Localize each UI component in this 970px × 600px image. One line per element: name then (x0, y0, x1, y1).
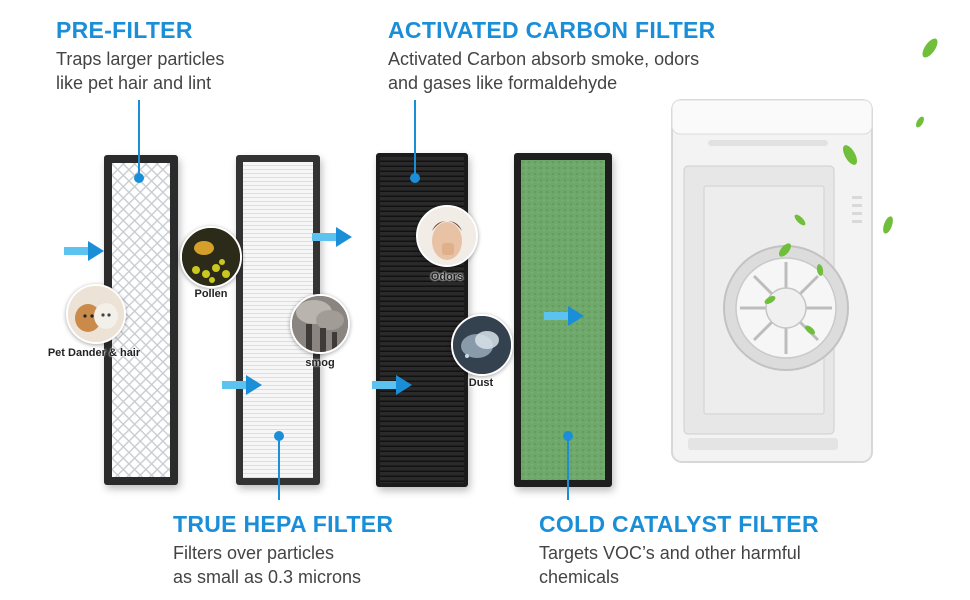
catalyst-filter-description: Targets VOC’s and other harmful chemical… (539, 541, 801, 589)
carbon-filter-description: Activated Carbon absorb smoke, odors and… (388, 47, 699, 95)
smog-image (290, 294, 350, 354)
hepa-filter-leader-line (278, 436, 280, 500)
pollen-icon (182, 228, 240, 286)
hepa-filter-desc-line: Filters over particles (173, 543, 335, 563)
smog-icon (292, 296, 348, 352)
carbon-filter-desc-line: and gases like formaldehyde (388, 73, 618, 93)
hepa-filter-title: TRUE HEPA FILTER (173, 511, 394, 537)
carbon-filter-panel (376, 153, 468, 487)
airflow-arrow-icon (544, 306, 584, 326)
hepa-filter-marker (274, 431, 284, 441)
hepa-filter-description: Filters over particles as small as 0.3 m… (173, 541, 361, 589)
pollen-label: Pollen (194, 288, 228, 300)
pre-filter-leader-line (138, 100, 140, 178)
odors-label: Odors (430, 271, 464, 283)
carbon-filter-marker (410, 173, 420, 183)
pre-filter-desc-line: Traps larger particles (56, 49, 225, 69)
catalyst-filter-title: COLD CATALYST FILTER (539, 511, 819, 537)
dust-label: Dust (468, 377, 494, 389)
pre-filter-title: PRE-FILTER (56, 17, 193, 43)
dust-image (451, 314, 513, 376)
pre-filter-marker (134, 173, 144, 183)
pre-filter-desc-line: like pet hair and lint (56, 73, 212, 93)
odors-icon (418, 207, 476, 265)
pet-dander-image (66, 284, 126, 344)
leaves-decoration (764, 38, 938, 335)
pet-dander-label: Pet Dander & hair (47, 347, 141, 359)
airflow-arrow-icon (372, 375, 412, 395)
pre-filter-panel (104, 155, 178, 485)
carbon-filter-title: ACTIVATED CARBON FILTER (388, 17, 716, 43)
catalyst-filter-marker (563, 431, 573, 441)
catalyst-filter-desc-line: chemicals (539, 567, 620, 587)
air-purifier-unit (671, 99, 873, 463)
dust-icon (453, 316, 511, 374)
catalyst-filter-leader-line (567, 436, 569, 500)
airflow-arrow-icon (312, 227, 352, 247)
carbon-filter-leader-line (414, 100, 416, 178)
pollen-image (180, 226, 242, 288)
pre-filter-description: Traps larger particles like pet hair and… (56, 47, 224, 95)
airflow-arrow-icon (222, 375, 262, 395)
catalyst-filter-desc-line: Targets VOC’s and other harmful (539, 543, 801, 563)
hepa-filter-desc-line: as small as 0.3 microns (173, 567, 362, 587)
smog-label: smog (305, 357, 335, 369)
odors-image (416, 205, 478, 267)
airflow-arrow-icon (64, 241, 104, 261)
pet-icon (68, 286, 124, 342)
carbon-filter-desc-line: Activated Carbon absorb smoke, odors (388, 49, 700, 69)
